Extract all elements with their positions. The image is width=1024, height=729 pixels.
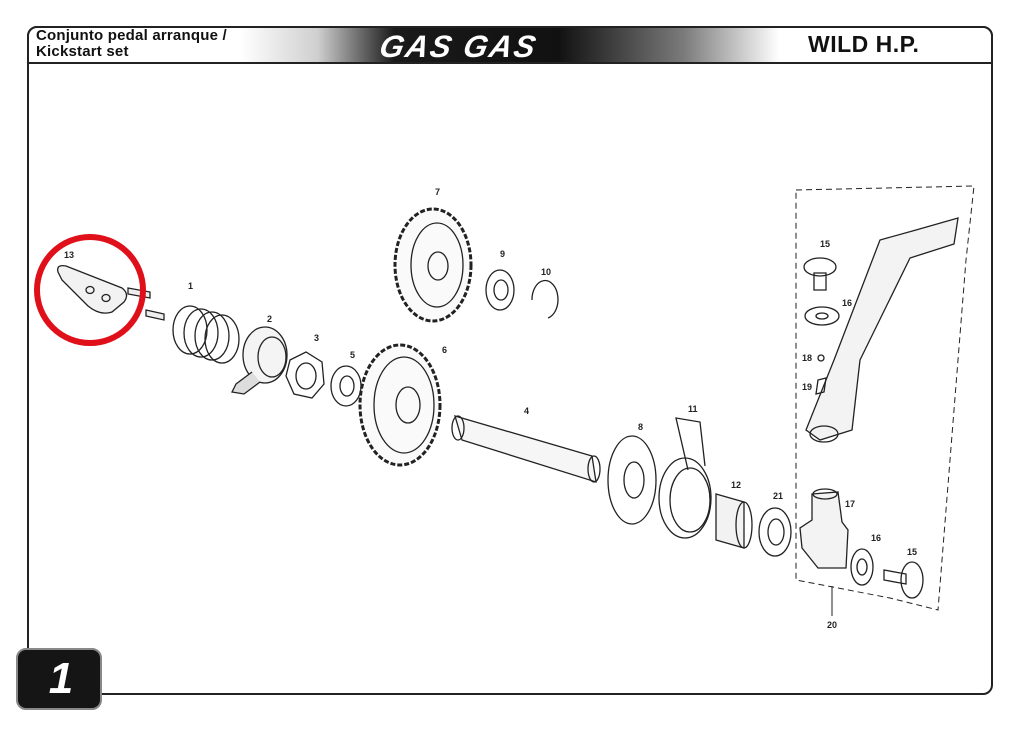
title-line-2: Kickstart set xyxy=(36,43,129,60)
part-11-spring xyxy=(658,417,712,539)
callout-6: 6 xyxy=(442,345,447,355)
page-tab: 1 xyxy=(16,648,102,710)
bolt-2 xyxy=(145,309,165,321)
callout-19: 19 xyxy=(802,382,812,392)
callout-13: 13 xyxy=(64,250,74,260)
title-line-1: Conjunto pedal arranque / xyxy=(36,27,227,44)
callout-4: 4 xyxy=(524,406,529,416)
callout-2: 2 xyxy=(267,314,272,324)
page-number: 1 xyxy=(48,654,74,703)
callout-5: 5 xyxy=(350,350,355,360)
header-bar xyxy=(27,26,993,64)
part-9-washer xyxy=(485,269,515,311)
group-20-outline xyxy=(795,185,975,611)
part-4-shaft xyxy=(451,415,601,483)
highlight-circle xyxy=(34,234,146,346)
part-19-spring-small xyxy=(815,377,827,395)
part-1-spring xyxy=(172,305,240,364)
part-10-circlip xyxy=(531,279,559,319)
part-17-boss xyxy=(799,488,849,569)
callout-10: 10 xyxy=(541,267,551,277)
callout-11: 11 xyxy=(688,404,698,414)
part-15-bolt-top xyxy=(803,257,837,291)
part-13-bracket xyxy=(57,264,128,314)
part-16-washer-top xyxy=(804,306,840,326)
bolt-1 xyxy=(127,287,151,299)
part-21-seal xyxy=(758,507,792,557)
part-15-bolt-bottom xyxy=(883,561,924,599)
callout-21: 21 xyxy=(773,491,783,501)
part-5-washer xyxy=(330,365,362,407)
callout-8: 8 xyxy=(638,422,643,432)
callout-16-bottom: 16 xyxy=(871,533,881,543)
part-18-ball xyxy=(817,354,825,362)
page-title: Conjunto pedal arranque / Kickstart set xyxy=(36,28,227,60)
part-8-washer xyxy=(607,435,657,525)
part-2-ratchet xyxy=(231,326,288,395)
callout-15-bottom: 15 xyxy=(907,547,917,557)
callout-3: 3 xyxy=(314,333,319,343)
part-6-gear xyxy=(358,343,442,467)
callout-17: 17 xyxy=(845,499,855,509)
callout-9: 9 xyxy=(500,249,505,259)
callout-7: 7 xyxy=(435,187,440,197)
model-name: WILD H.P. xyxy=(808,31,920,57)
callout-18: 18 xyxy=(802,353,812,363)
callout-16-top: 16 xyxy=(842,298,852,308)
callout-15-top: 15 xyxy=(820,239,830,249)
part-16-washer-bottom xyxy=(850,548,874,586)
part-7-gear xyxy=(393,207,473,323)
part-12-bush xyxy=(715,493,753,549)
part-20-kick-lever xyxy=(805,217,959,443)
callout-20: 20 xyxy=(827,620,837,630)
part-3-plate xyxy=(285,351,325,399)
callout-12: 12 xyxy=(731,480,741,490)
callout-1: 1 xyxy=(188,281,193,291)
